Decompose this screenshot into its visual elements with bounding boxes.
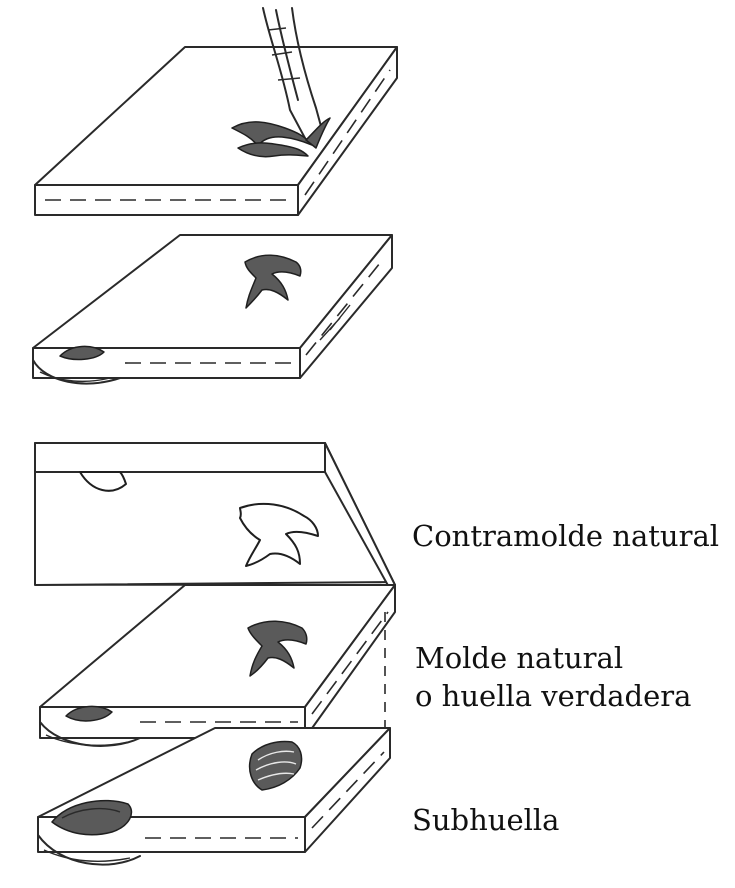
panel-track-impressed xyxy=(33,235,392,384)
panel-contramolde xyxy=(35,443,395,598)
label-contramolde-natural: Contramolde natural xyxy=(412,518,719,554)
label-molde-natural: Molde natural xyxy=(415,640,623,676)
layer-slab-2 xyxy=(33,235,392,384)
panel-foot-stepping xyxy=(35,8,397,215)
panel-molde-natural xyxy=(40,585,395,746)
label-huella-verdadera: o huella verdadera xyxy=(415,678,691,714)
label-subhuella: Subhuella xyxy=(412,802,559,838)
layer-slab-1 xyxy=(35,47,397,215)
panel-subhuella xyxy=(38,728,390,865)
